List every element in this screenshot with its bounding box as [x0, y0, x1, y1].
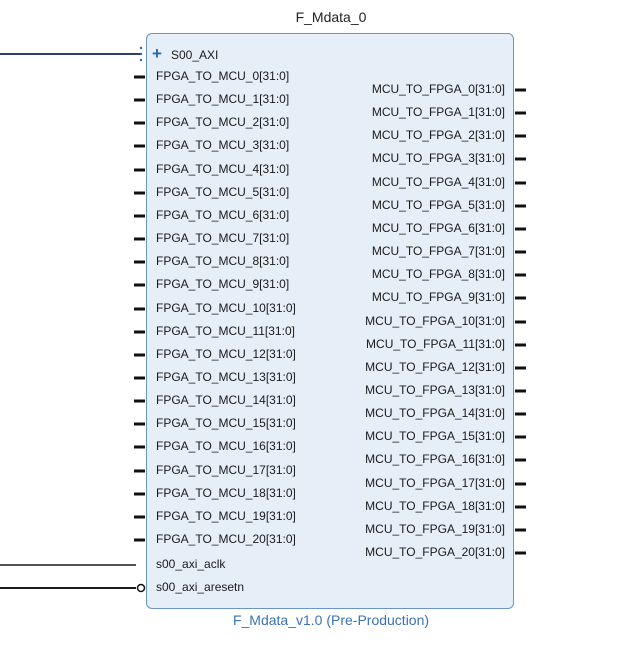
- reset-inverter-bubble[interactable]: [136, 583, 146, 593]
- input-port-label: FPGA_TO_MCU_2[31:0]: [156, 115, 290, 129]
- input-port-label: FPGA_TO_MCU_1[31:0]: [156, 92, 290, 106]
- output-port-label: MCU_TO_FPGA_19[31:0]: [365, 522, 505, 536]
- output-port-label: MCU_TO_FPGA_1[31:0]: [371, 105, 505, 119]
- output-port-label: MCU_TO_FPGA_14[31:0]: [365, 406, 505, 420]
- output-port-label: MCU_TO_FPGA_8[31:0]: [371, 267, 505, 281]
- input-port-label: FPGA_TO_MCU_12[31:0]: [156, 347, 296, 361]
- input-port-label: FPGA_TO_MCU_16[31:0]: [156, 439, 296, 453]
- input-port-label: FPGA_TO_MCU_11[31:0]: [156, 324, 295, 338]
- output-port-label: MCU_TO_FPGA_11[31:0]: [366, 337, 505, 351]
- input-port-label: FPGA_TO_MCU_8[31:0]: [156, 254, 290, 268]
- input-port-label: FPGA_TO_MCU_15[31:0]: [156, 416, 296, 430]
- output-port-label: MCU_TO_FPGA_15[31:0]: [365, 429, 505, 443]
- input-port-label: FPGA_TO_MCU_9[31:0]: [156, 277, 290, 291]
- block-version-label: F_Mdata_v1.0 (Pre-Production): [232, 612, 430, 628]
- input-port-label: FPGA_TO_MCU_18[31:0]: [156, 486, 296, 500]
- input-pins: [134, 75, 146, 593]
- input-port-label: FPGA_TO_MCU_19[31:0]: [156, 509, 296, 523]
- input-port-label: FPGA_TO_MCU_17[31:0]: [156, 463, 296, 477]
- output-port-label: MCU_TO_FPGA_4[31:0]: [371, 175, 505, 189]
- output-port-label: MCU_TO_FPGA_20[31:0]: [365, 545, 505, 559]
- input-port-label: FPGA_TO_MCU_3[31:0]: [156, 138, 290, 152]
- output-port-label: MCU_TO_FPGA_18[31:0]: [365, 499, 505, 513]
- interface-label: S00_AXI: [171, 48, 219, 62]
- output-port-label: MCU_TO_FPGA_16[31:0]: [365, 452, 505, 466]
- output-port-label: MCU_TO_FPGA_7[31:0]: [371, 244, 505, 258]
- plus-icon[interactable]: +: [152, 44, 162, 63]
- output-port-label: MCU_TO_FPGA_5[31:0]: [371, 198, 505, 212]
- output-port-label: MCU_TO_FPGA_10[31:0]: [365, 314, 505, 328]
- ip-block[interactable]: [146, 33, 514, 609]
- block-instance-name: F_Mdata_0: [295, 9, 367, 25]
- input-port-label: FPGA_TO_MCU_7[31:0]: [156, 231, 290, 245]
- input-port-label: FPGA_TO_MCU_10[31:0]: [156, 301, 296, 315]
- clock-port-label: s00_axi_aclk: [156, 557, 226, 571]
- input-port-label: FPGA_TO_MCU_20[31:0]: [156, 532, 296, 546]
- input-port-label: FPGA_TO_MCU_0[31:0]: [156, 69, 290, 83]
- output-port-label: MCU_TO_FPGA_9[31:0]: [371, 290, 505, 304]
- output-port-label: MCU_TO_FPGA_17[31:0]: [365, 476, 505, 490]
- input-port-label: FPGA_TO_MCU_14[31:0]: [156, 393, 296, 407]
- input-port-label: FPGA_TO_MCU_5[31:0]: [156, 185, 290, 199]
- input-port-label: FPGA_TO_MCU_6[31:0]: [156, 208, 290, 222]
- output-port-label: MCU_TO_FPGA_6[31:0]: [371, 221, 505, 235]
- output-port-label: MCU_TO_FPGA_2[31:0]: [371, 128, 505, 142]
- input-port-label: FPGA_TO_MCU_13[31:0]: [156, 370, 296, 384]
- output-port-label: MCU_TO_FPGA_12[31:0]: [365, 360, 505, 374]
- output-port-label: MCU_TO_FPGA_13[31:0]: [365, 383, 505, 397]
- output-port-label: MCU_TO_FPGA_0[31:0]: [371, 82, 505, 96]
- output-pins: [515, 88, 526, 555]
- reset-port-label: s00_axi_aresetn: [156, 580, 245, 594]
- input-port-label: FPGA_TO_MCU_4[31:0]: [156, 162, 290, 176]
- output-port-label: MCU_TO_FPGA_3[31:0]: [371, 151, 505, 165]
- bus-interface-marker[interactable]: [134, 45, 144, 63]
